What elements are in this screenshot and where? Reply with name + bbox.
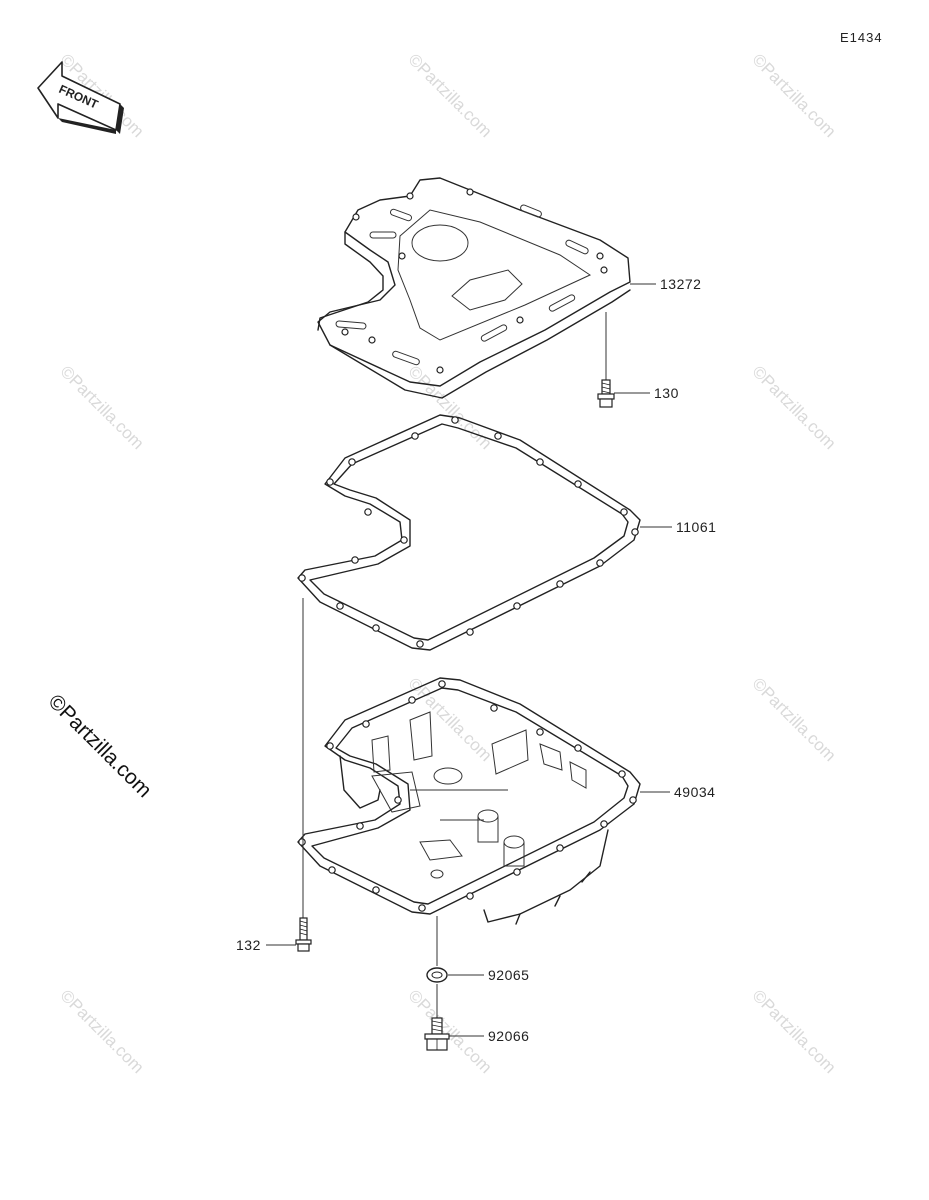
diagram-code: E1434	[840, 30, 883, 45]
oil-pan-cover-plate-icon	[317, 177, 631, 399]
part-label-49034[interactable]: 49034	[674, 784, 716, 800]
oil-pan-icon	[297, 677, 641, 925]
part-label-130[interactable]: 130	[654, 385, 679, 401]
flange-bolt-icon	[597, 312, 615, 408]
bolt-icon	[295, 598, 312, 952]
part-label-92066[interactable]: 92066	[488, 1028, 530, 1044]
washer-icon	[426, 916, 448, 983]
oil-pan-gasket-icon	[297, 414, 641, 651]
drain-plug-icon	[424, 984, 450, 1051]
leader-lines	[266, 283, 672, 1037]
front-arrow-icon: FRONT	[37, 61, 124, 134]
part-label-11061[interactable]: 11061	[676, 519, 717, 535]
part-label-92065[interactable]: 92065	[488, 967, 530, 983]
part-label-132[interactable]: 132	[236, 937, 261, 953]
part-label-13272[interactable]: 13272	[660, 276, 702, 292]
